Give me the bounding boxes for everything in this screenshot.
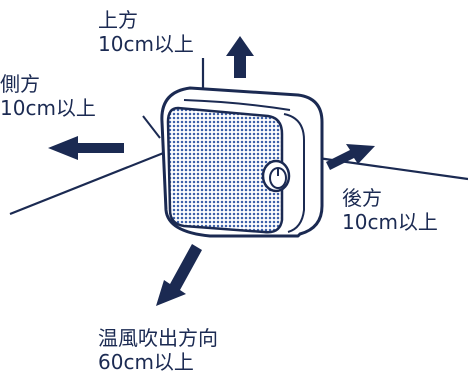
heater-unit xyxy=(160,86,324,238)
top-clearance-label: 上方 10cm以上 xyxy=(98,8,194,56)
back-arrow-icon xyxy=(326,144,375,170)
back-clearance-text: 10cm以上 xyxy=(342,210,438,234)
up-arrow-icon xyxy=(226,36,254,78)
side-clearance-label: 側方 10cm以上 xyxy=(0,72,96,120)
front-clearance-text: 60cm以上 xyxy=(98,350,194,374)
down-arrow-icon xyxy=(156,244,202,306)
control-knob-cap xyxy=(269,167,287,189)
back-direction-text: 後方 xyxy=(342,186,382,210)
grille-panel xyxy=(166,106,284,234)
side-leader-line xyxy=(142,115,161,139)
front-clearance-label: 温風吹出方向 60cm以上 xyxy=(98,326,218,374)
side-direction-text: 側方 xyxy=(0,72,40,96)
back-clearance-label: 後方 10cm以上 xyxy=(342,186,438,234)
top-direction-text: 上方 xyxy=(98,8,138,32)
top-clearance-text: 10cm以上 xyxy=(98,32,194,56)
side-clearance-text: 10cm以上 xyxy=(0,96,96,120)
heater-top-edge xyxy=(183,99,291,111)
front-direction-text: 温風吹出方向 xyxy=(98,326,218,350)
floor-line-left xyxy=(9,150,167,216)
left-arrow-icon xyxy=(48,136,124,160)
heater-side-panel xyxy=(283,113,305,233)
